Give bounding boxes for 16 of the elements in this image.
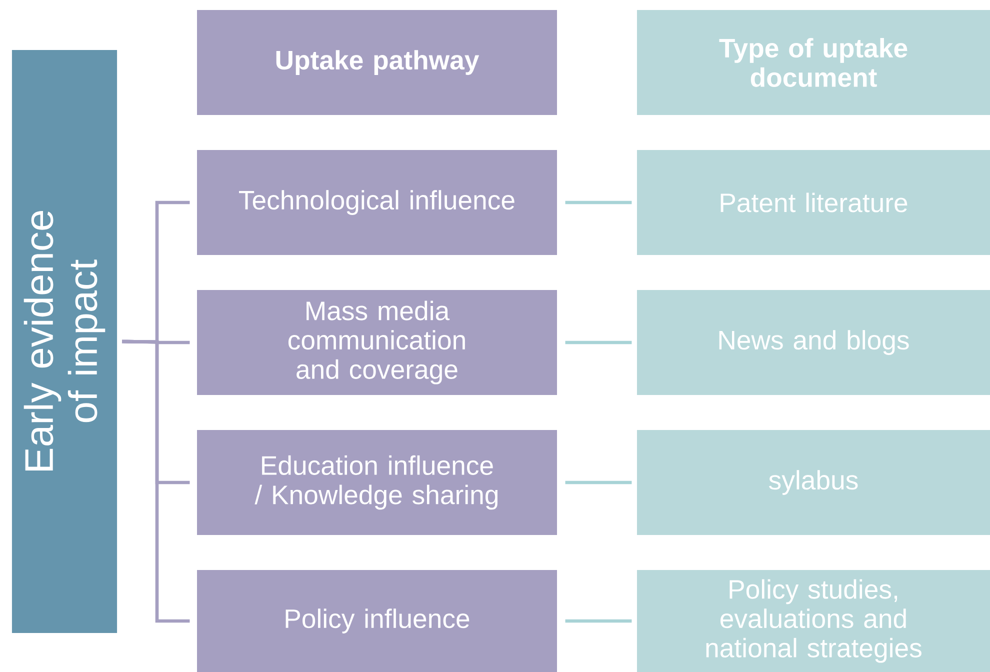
pathway-box: Policy influence <box>197 570 557 672</box>
connector-line <box>565 340 632 344</box>
document-box: News and blogs <box>636 290 990 396</box>
document-box: sylabus <box>636 430 990 536</box>
connector-line <box>565 200 632 204</box>
header-box: Type of uptake document <box>636 10 990 116</box>
side-banner: Early evidence of impact <box>12 50 118 633</box>
document-box: Policy studies, evaluations and national strategies <box>636 570 990 672</box>
pathway-box: Mass media communication and coverage <box>197 290 557 396</box>
document-box: Patent literature <box>636 150 990 256</box>
header-box: Uptake pathway <box>197 10 557 116</box>
pathway-box: Technological influence <box>197 150 557 256</box>
bracket-connector <box>122 340 190 623</box>
connector-line <box>565 480 632 484</box>
connector-line <box>565 619 632 623</box>
pathway-box: Education influence / Knowledge sharing <box>197 430 557 536</box>
